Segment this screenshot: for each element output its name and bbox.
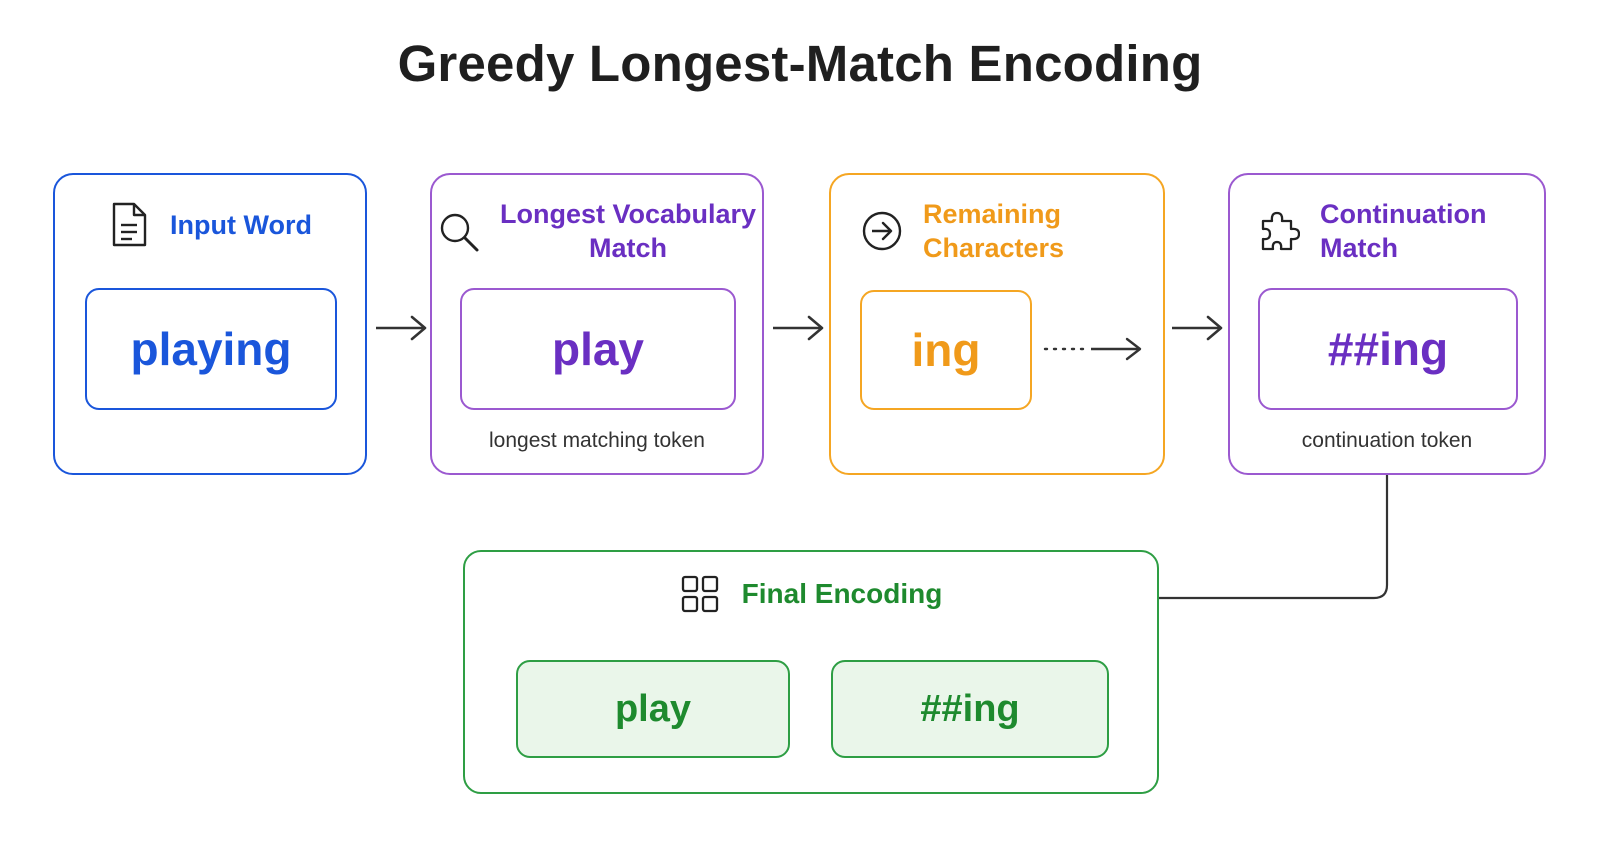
stage-longest-match: Longest Vocabulary Match play longest ma…	[430, 173, 764, 475]
arrow-right-icon	[773, 315, 824, 341]
stage-remaining-characters-header: Remaining Characters	[831, 197, 1163, 265]
final-encoding-label: Final Encoding	[741, 578, 943, 609]
diagram-title: Greedy Longest-Match Encoding	[397, 35, 1203, 92]
continuation-match-caption: continuation token	[1301, 429, 1473, 452]
stage-longest-match-label: Longest Vocabulary Match	[500, 197, 756, 265]
continuation-to-final-connector	[1159, 475, 1389, 600]
longest-match-token: play	[460, 288, 736, 410]
stage-input-word-label: Input Word	[170, 210, 312, 240]
stage-continuation-match-label-line-2: Match	[1320, 233, 1399, 263]
continuation-match-token: ##ing	[1258, 288, 1518, 410]
stage-input-word-header: Input Word	[55, 201, 365, 249]
stage-longest-match-label-line-2: Match	[588, 233, 667, 263]
stage-continuation-match-label: Continuation Match	[1320, 197, 1486, 265]
longest-match-caption: longest matching token	[489, 429, 705, 452]
document-icon	[108, 201, 150, 249]
stage-remaining-characters-label: Remaining Characters	[923, 197, 1064, 265]
stage-remaining-characters-label-line-2: Characters	[923, 233, 1065, 263]
stage-longest-match-header: Longest Vocabulary Match	[432, 197, 762, 265]
grid-icon	[680, 574, 720, 614]
puzzle-icon	[1258, 207, 1301, 255]
final-token-ing: ##ing	[831, 660, 1109, 758]
final-encoding-panel: Final Encoding play ##ing	[463, 550, 1159, 794]
stage-remaining-characters-label-line-1: Remaining	[923, 199, 1062, 229]
input-word-token: playing	[85, 288, 337, 410]
final-token-play: play	[516, 660, 790, 758]
remaining-characters-token: ing	[860, 290, 1032, 410]
arrow-right-icon	[1172, 315, 1223, 341]
search-icon	[438, 207, 480, 255]
dotted-arrow-icon	[1043, 337, 1142, 361]
stage-input-word: Input Word playing	[53, 173, 367, 475]
arrow-right-icon	[376, 315, 427, 341]
stage-continuation-match: Continuation Match ##ing continuation to…	[1228, 173, 1546, 475]
stage-longest-match-label-line-1: Longest Vocabulary	[499, 199, 757, 229]
stage-remaining-characters: Remaining Characters ing	[829, 173, 1165, 475]
arrow-circle-icon	[861, 207, 903, 255]
final-encoding-header: Final Encoding	[465, 574, 1157, 614]
stage-continuation-match-header: Continuation Match	[1230, 197, 1544, 265]
stage-continuation-match-label-line-1: Continuation	[1320, 199, 1487, 229]
